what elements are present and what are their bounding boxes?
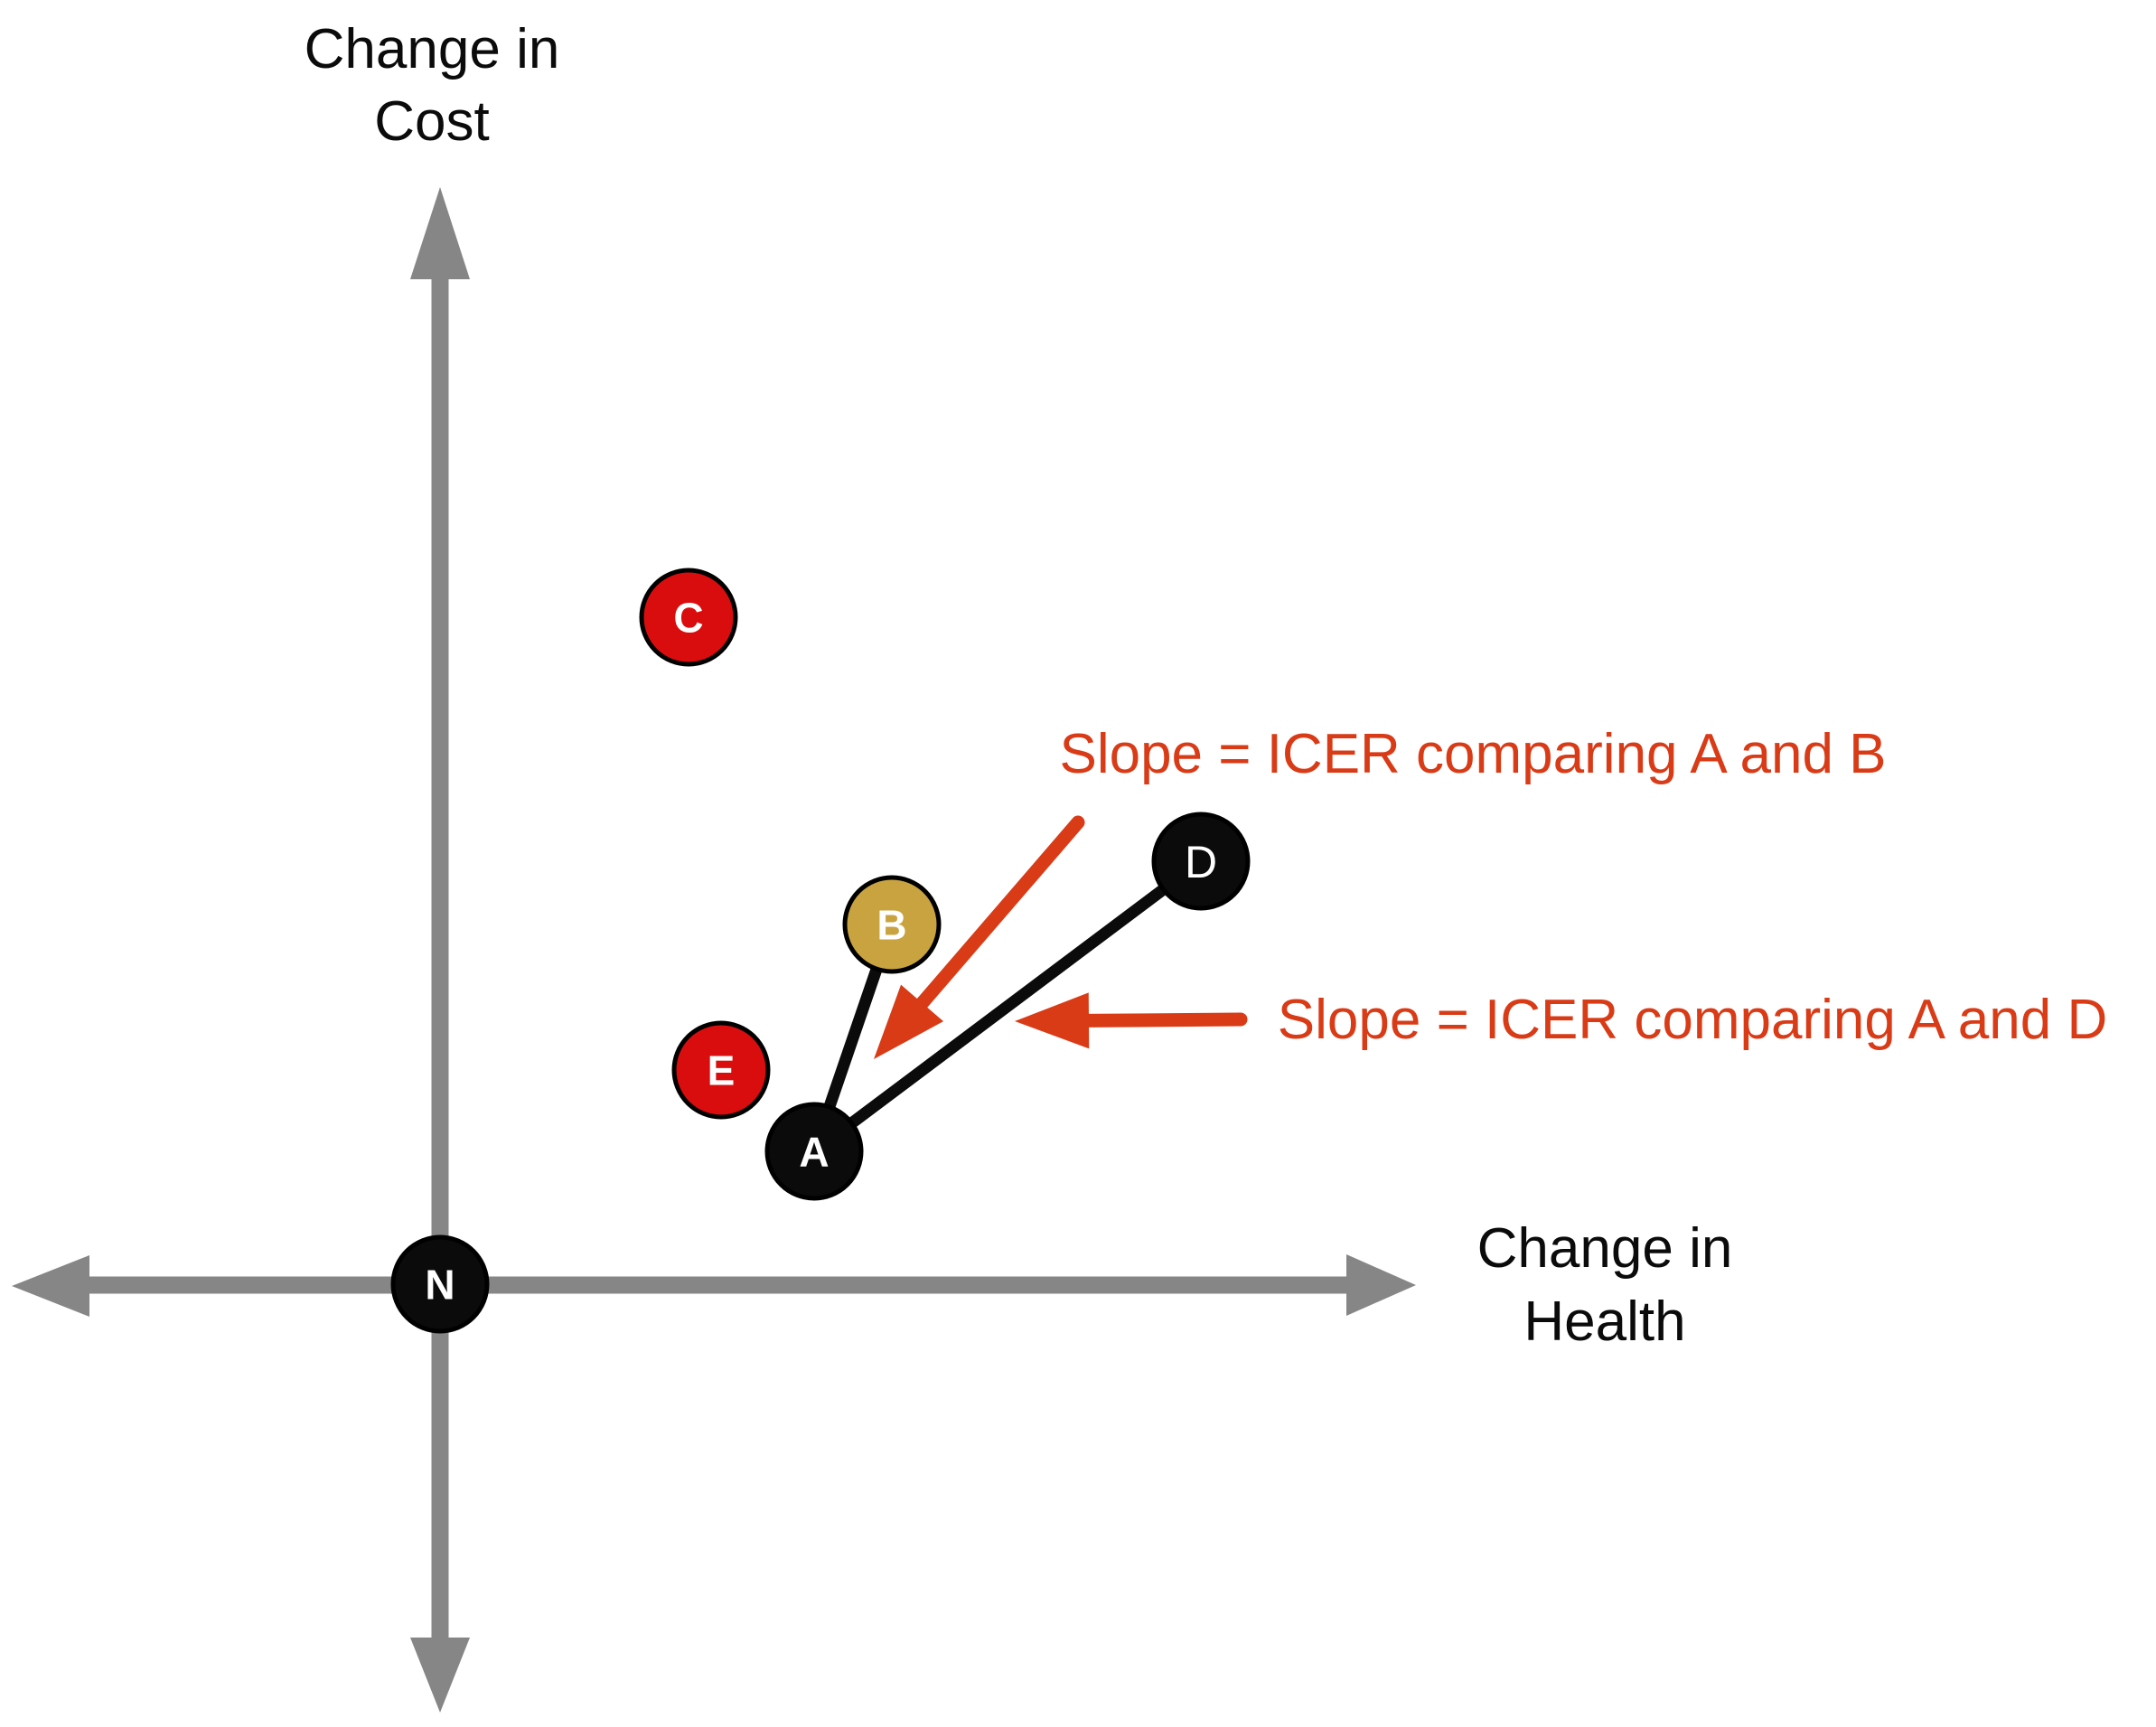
point-c-circle xyxy=(639,568,738,667)
annotation-arrow-shaft-0 xyxy=(912,815,1085,1014)
point-e: E xyxy=(671,1020,771,1120)
point-n-label: N xyxy=(425,1262,455,1309)
x-axis-title-line2: Health xyxy=(1523,1291,1685,1353)
x-axis-left-arrowhead-icon xyxy=(12,1255,89,1317)
y-axis-title-line2: Cost xyxy=(374,90,489,153)
axes xyxy=(12,187,1416,1713)
point-d: D xyxy=(1151,812,1251,911)
point-a-circle xyxy=(764,1102,864,1201)
annotation-arrows xyxy=(874,815,1248,1059)
point-n: N xyxy=(390,1234,490,1334)
annotation-icer-a-d: Slope = ICER comparing A and D xyxy=(1278,989,2107,1051)
point-b-label: B xyxy=(876,902,906,949)
y-axis-title-line1: Change in xyxy=(305,18,560,80)
y-axis-up-arrowhead-icon xyxy=(410,187,470,279)
icer-line-a-d xyxy=(811,856,1205,1157)
point-b-circle xyxy=(842,875,942,974)
point-c: C xyxy=(639,568,738,667)
point-d-circle xyxy=(1151,812,1251,911)
annotation-arrow-shaft-1 xyxy=(1076,1012,1248,1028)
point-a-label: A xyxy=(799,1129,829,1176)
point-e-circle xyxy=(671,1020,771,1120)
point-e-label: E xyxy=(708,1047,736,1094)
point-n-circle xyxy=(390,1234,490,1334)
x-axis-right-arrowhead-icon xyxy=(1346,1254,1416,1316)
point-a: A xyxy=(764,1102,864,1201)
point-c-label: C xyxy=(673,595,703,642)
annotation-arrowhead-icon-1 xyxy=(1015,992,1090,1049)
y-axis-down-arrowhead-icon xyxy=(410,1638,470,1713)
point-b: B xyxy=(842,875,942,974)
annotation-arrowhead-icon-0 xyxy=(874,984,944,1059)
strategy-points: N C B E A D xyxy=(390,568,1251,1334)
annotation-icer-a-b: Slope = ICER comparing A and B xyxy=(1059,723,1886,785)
x-axis-title-line1: Change in xyxy=(1477,1217,1733,1280)
point-d-label: D xyxy=(1185,837,1217,887)
